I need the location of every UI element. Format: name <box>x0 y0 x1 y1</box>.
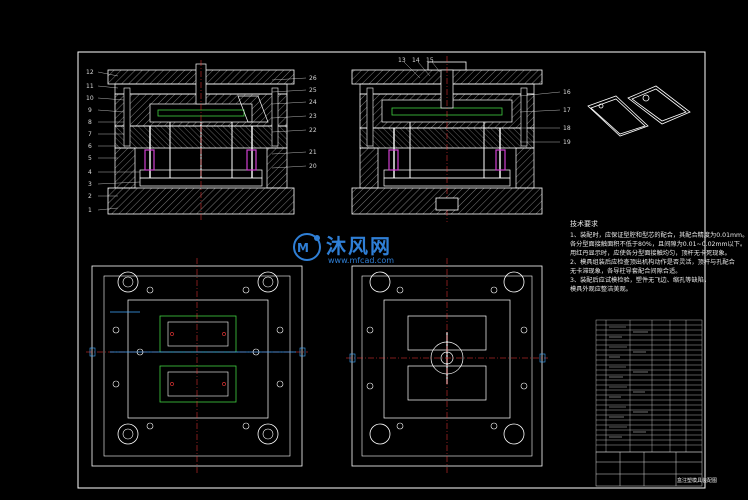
cavity-upper <box>159 315 237 353</box>
leader-lines-right <box>403 61 561 143</box>
notes-title: 技术要求 <box>570 220 598 228</box>
guide-bushing <box>117 423 139 445</box>
sheet-border <box>77 51 706 489</box>
cavity-plan-view <box>346 258 548 474</box>
guide-bushing <box>503 423 525 445</box>
notes-line: 3、装配后应试模检验，塑件无飞边、缩孔等缺陷， <box>570 277 711 284</box>
part-label: 14 <box>412 57 420 64</box>
bom-entries <box>609 326 648 438</box>
part-label: 25 <box>309 87 317 94</box>
spacer-block-left <box>359 147 379 189</box>
part-outline <box>167 371 229 397</box>
side-section-view: 13 14 15 16 17 18 19 <box>351 56 571 222</box>
spring <box>246 149 257 171</box>
watermark: M 沐风网 www.mfcad.com <box>290 230 440 270</box>
part-label: 4 <box>88 169 92 176</box>
part-label: 19 <box>563 139 571 146</box>
part-outline <box>167 321 229 347</box>
mold-assembly-drawing: 12 11 10 9 8 7 6 5 4 3 2 1 26 25 24 23 2… <box>77 51 717 489</box>
core-insert <box>127 299 269 419</box>
notes-line: 用红丹显示时，应使各分型面接触均匀，顶杆无卡死现象。 <box>570 250 731 257</box>
notes-line: 无卡滞现象，各导柱导套配合间隙合适。 <box>570 268 682 275</box>
part-label: 11 <box>86 83 94 90</box>
part-label: 22 <box>309 127 317 134</box>
part-label: 2 <box>88 193 92 200</box>
part-label: 10 <box>86 95 94 102</box>
spacer-block-right <box>515 147 535 189</box>
leader-lines-mid <box>271 77 307 169</box>
guide-pillar-left <box>366 87 374 147</box>
screw-holes <box>112 286 284 430</box>
cavity-lower <box>159 365 237 403</box>
guide-bushing <box>369 423 391 445</box>
guide-pillar-right <box>520 87 528 147</box>
svg-text:M: M <box>297 241 309 255</box>
part-label: 13 <box>398 57 406 64</box>
part-label: 6 <box>88 143 92 150</box>
ejector-pin-holes <box>170 332 226 386</box>
guide-bushing-inner <box>122 428 134 440</box>
technical-notes: 技术要求 1、装配时，应保证型腔和型芯的配合，其配合精度为0.01mm。 各分型… <box>570 220 748 294</box>
spring <box>388 149 399 171</box>
spacer-block-right <box>266 147 288 189</box>
spacer-block-left <box>114 147 136 189</box>
notes-line: 2、模具组装后应检查顶出机构动作是否灵活，顶杆与孔配合 <box>570 259 735 266</box>
guide-pillar-right <box>271 87 279 147</box>
side-marker-right <box>539 353 546 363</box>
notes-line: 模具外观应整洁美观。 <box>570 286 632 293</box>
part-label: 21 <box>309 149 317 156</box>
guide-bushing <box>503 271 525 293</box>
guide-bushing <box>369 271 391 293</box>
bill-of-materials <box>595 319 703 453</box>
guide-bushing-inner <box>262 276 274 288</box>
part-label: 24 <box>309 99 317 106</box>
screw-holes <box>366 286 528 430</box>
part-label: 17 <box>563 107 571 114</box>
angle-lifter <box>237 95 269 123</box>
spring <box>495 149 506 171</box>
side-marker-left <box>89 347 96 357</box>
side-marker-right <box>299 347 306 357</box>
watermark-brand: 沐风网 <box>326 234 392 258</box>
guide-pillar-left <box>123 87 131 147</box>
part-label: 8 <box>88 119 92 126</box>
notes-line: 各分型面接触面积不低于80%，且间隙为0.01~0.02mm以下。 <box>570 241 747 248</box>
leader-lines-left <box>97 71 141 211</box>
guide-bushing <box>257 271 279 293</box>
part-label: 15 <box>426 57 434 64</box>
ejector-stop <box>435 197 459 211</box>
part-label: 1 <box>88 207 92 214</box>
drawing-name: 盒注塑模具装配图 <box>677 477 717 484</box>
part-label: 12 <box>86 69 94 76</box>
notes-line: 1、装配时，应保证型腔和型芯的配合，其配合精度为0.01mm。 <box>570 232 748 239</box>
mf-logo-icon: M <box>293 233 321 261</box>
part-label: 20 <box>309 163 317 170</box>
spring <box>144 149 155 171</box>
guide-bushing-inner <box>122 276 134 288</box>
core-plan-view <box>86 258 308 474</box>
part-label: 18 <box>563 125 571 132</box>
part-label: 5 <box>88 155 92 162</box>
title-block <box>595 451 703 487</box>
guide-bushing <box>257 423 279 445</box>
side-marker-left <box>349 353 356 363</box>
part-label: 23 <box>309 113 317 120</box>
part-label: 3 <box>88 181 92 188</box>
part-label: 9 <box>88 107 92 114</box>
guide-bushing <box>117 271 139 293</box>
part-label: 26 <box>309 75 317 82</box>
guide-bushing-inner <box>262 428 274 440</box>
front-section-view: 12 11 10 9 8 7 6 5 4 3 2 1 26 25 24 23 2… <box>86 60 317 220</box>
part-isometric-view <box>587 85 691 137</box>
watermark-url: www.mfcad.com <box>328 256 395 265</box>
part-label: 16 <box>563 89 571 96</box>
part-label: 7 <box>88 131 92 138</box>
